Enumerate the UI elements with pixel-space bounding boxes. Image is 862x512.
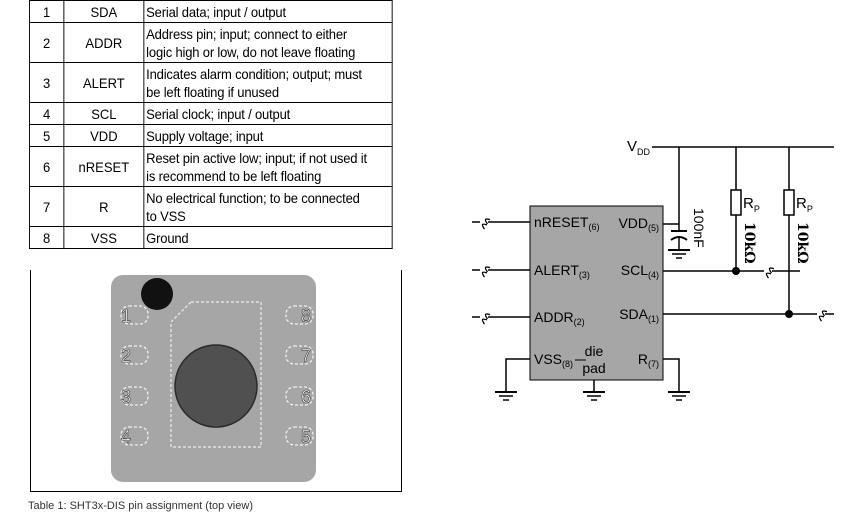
package-pin-number: 7: [301, 346, 311, 366]
pin-name: VSS: [63, 226, 145, 249]
package-pin-number: 2: [121, 346, 131, 366]
pin-number: 3: [29, 62, 65, 103]
pin-description-line: Supply voltage; input: [146, 127, 264, 144]
package-pin-pad: [285, 305, 314, 325]
pin-description-line: Ground: [146, 229, 189, 246]
die-pad-label-line1: die: [585, 343, 604, 359]
package-pin-number: 8: [301, 306, 311, 326]
resistor-scl-label: RP: [743, 195, 760, 214]
pin-description-line: is recommend to be left floating: [146, 167, 322, 184]
chip-pin-label-sda: SDA(1): [619, 306, 659, 324]
chip-pin-label-vss: VSS(8): [534, 351, 573, 369]
capacitor-value: 100nF: [691, 208, 707, 248]
pin1-marker-dot: [141, 278, 173, 310]
package-pin-pad: [120, 426, 149, 446]
package-pin-pad: [285, 345, 314, 365]
pullup-resistor-sda: [783, 189, 795, 216]
table-caption: Table 1: SHT3x-DIS pin assignment (top v…: [28, 500, 253, 512]
package-drawing-frame: 1 2 3 4 8 7 6 5: [30, 270, 402, 492]
chip-pin-label-nreset: nRESET(6): [534, 214, 599, 232]
package-pin-number: 1: [121, 306, 131, 326]
pullup-resistor-scl: [730, 189, 742, 216]
vss-line: [505, 358, 530, 392]
package-pin-pad: [285, 426, 314, 446]
die-pad-outline: [170, 301, 262, 448]
pin-description: Supply voltage; input: [143, 124, 393, 147]
scl-junction-dot: [732, 267, 740, 275]
pin-description-line: Reset pin active low; input; if not used…: [146, 149, 367, 166]
sda-junction-dot: [785, 310, 793, 318]
pin-description-line: Indicates alarm condition; output; must: [146, 65, 362, 82]
chip-right-pin-labels: VDD(5) SCL(4) SDA(1) R(7): [618, 215, 659, 369]
package-pin-number: 5: [301, 427, 311, 447]
pin-description-line: to VSS: [146, 207, 186, 224]
break-markers: [481, 218, 828, 325]
package-top-view: 1 2 3 4 8 7 6 5: [111, 275, 316, 482]
package-pin-number: 6: [301, 387, 311, 407]
package-pin-pad: [120, 345, 149, 365]
package-pin-number: 4: [121, 427, 131, 447]
die-pad-label-line2: pad: [582, 360, 605, 376]
r-pin-line: [663, 358, 680, 392]
pin-description: Serial clock; input / output: [143, 102, 393, 125]
package-pin-pad: [120, 305, 149, 325]
package-pin-number: 3: [121, 387, 131, 407]
pin-description-line: Serial clock; input / output: [146, 105, 291, 122]
die-pad-center: [174, 344, 258, 428]
chip-pin-label-r: R(7): [638, 351, 659, 369]
pin-name: R: [63, 186, 145, 227]
resistor-sda-label: RP: [796, 195, 813, 214]
pin-description: Reset pin active low; input; if not used…: [143, 146, 393, 187]
package-pin-pad: [120, 386, 149, 406]
pin-number: 6: [29, 146, 65, 187]
capacitor-plate-bottom: [670, 236, 688, 241]
package-pins: 1 2 3 4 8 7 6 5: [120, 305, 314, 447]
pin-name: ALERT: [63, 62, 145, 103]
pin-description-line: Serial data; input / output: [146, 3, 286, 20]
resistor-scl-value: 10kΩ: [741, 222, 757, 264]
package-pin-pad: [285, 386, 314, 406]
pin-description: Ground: [143, 226, 393, 249]
chip-pin-label-addr: ADDR(2): [534, 309, 585, 327]
chip-pin-label-alert: ALERT(3): [534, 262, 590, 280]
chip-pin-label-vdd: VDD(5): [618, 215, 659, 233]
pin-description-line: be left floating if unused: [146, 83, 279, 100]
pin-description-line: Address pin; input; connect to either: [146, 25, 348, 42]
pin-description: Serial data; input / output: [143, 0, 393, 23]
resistor-sda-value: 10kΩ: [794, 222, 810, 264]
pin-description-line: No electrical function; to be connected: [146, 189, 360, 206]
vdd-label: VDD: [627, 138, 651, 157]
pin-name: nRESET: [63, 146, 145, 187]
sensor-chip-body: [529, 205, 664, 381]
chip-left-pin-labels: nRESET(6) ALERT(3) ADDR(2) VSS(8): [534, 214, 599, 369]
pin-description-line: logic high or low, do not leave floating: [146, 43, 356, 60]
chip-pin-label-scl: SCL(4): [621, 262, 659, 280]
